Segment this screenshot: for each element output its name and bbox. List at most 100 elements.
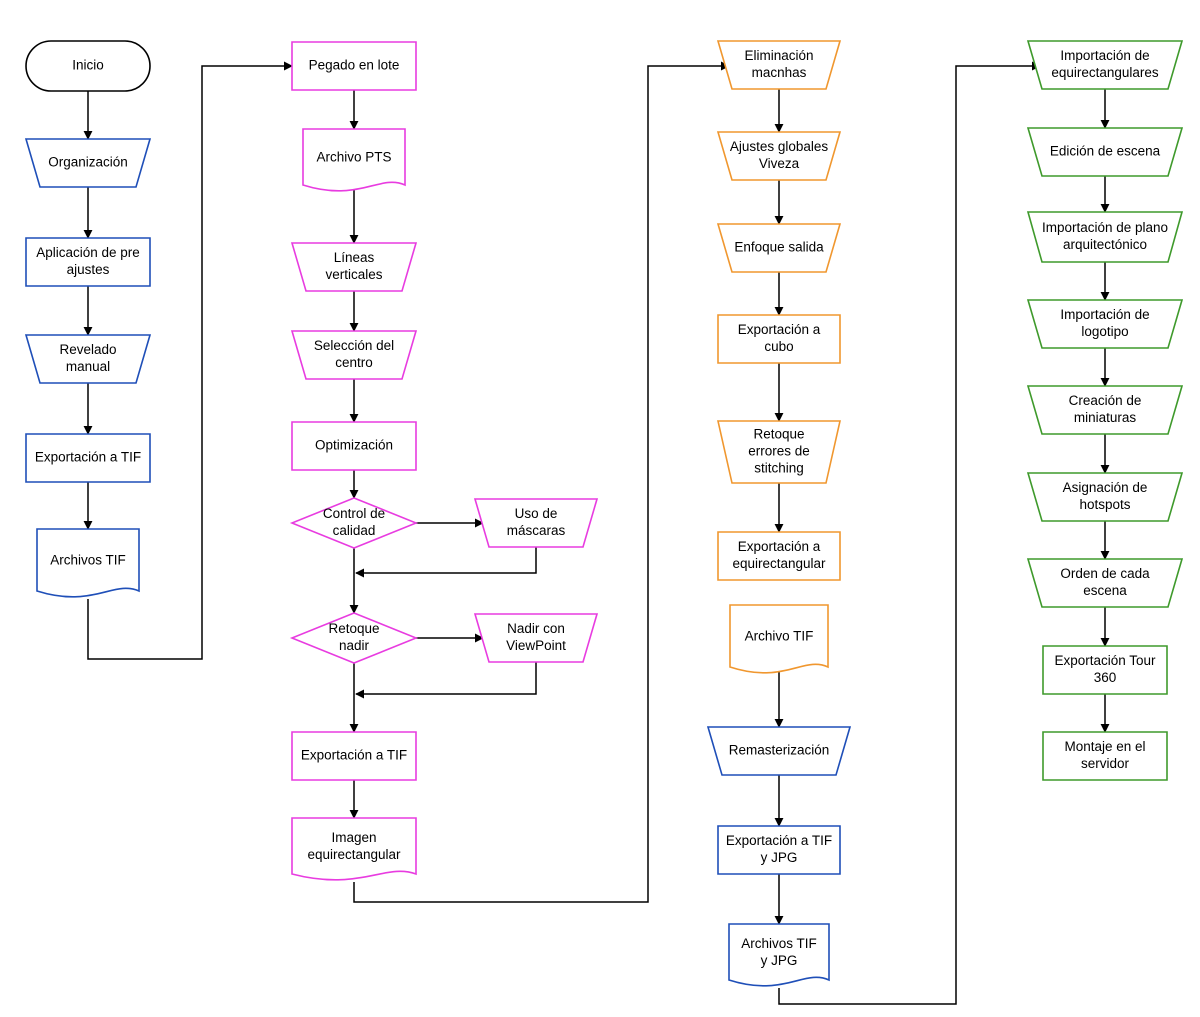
node-label: Remasterización	[729, 743, 830, 758]
connector-imagen-equi-to-eliminacion	[353, 61, 730, 903]
node-label-line: Remasterización	[729, 743, 830, 758]
node-label: Aplicación de pre ajustes	[36, 245, 140, 277]
node-archivo-tif-3: Archivo TIF	[729, 604, 829, 674]
connector-nadir-viewpoint-to-retoque-nadir	[355, 662, 537, 699]
node-label-line: Aplicación de pre	[36, 245, 140, 260]
node-label-line: hotspots	[1079, 497, 1130, 512]
node-archivo-pts: Archivo PTS	[302, 128, 406, 192]
node-label-line: nadir	[339, 638, 370, 653]
node-label: Orden de cada escena	[1060, 566, 1150, 598]
node-label-line: Importación de	[1060, 307, 1149, 322]
document-shape	[302, 128, 406, 192]
node-label-line: Archivo TIF	[745, 629, 814, 644]
node-label-line: escena	[1083, 583, 1127, 598]
rect-shape	[291, 41, 417, 91]
node-label-line: Optimización	[315, 438, 393, 453]
node-label: Uso de máscaras	[507, 506, 566, 538]
node-label-line: equirectangular	[307, 847, 401, 862]
trapezoid-shape	[1026, 385, 1184, 435]
node-label-line: Creación de	[1069, 393, 1142, 408]
node-label-line: equirectangulares	[1051, 65, 1159, 80]
node-label-line: Importación de	[1060, 48, 1149, 63]
document-shape	[36, 528, 140, 598]
trapezoid-shape	[1026, 211, 1184, 263]
node-inicio: Inicio	[25, 40, 151, 92]
node-label-line: Enfoque salida	[734, 240, 824, 255]
node-importacion-equi: Importación de equirectangulares	[1026, 40, 1184, 90]
node-label-line: máscaras	[507, 523, 566, 538]
node-label-line: Retoque	[753, 427, 804, 442]
node-label-line: Pegado en lote	[309, 58, 400, 73]
node-label-line: Exportación a	[738, 539, 821, 554]
node-label-line: Archivos TIF	[50, 553, 126, 568]
trapezoid-shape	[1026, 472, 1184, 522]
node-label-line: Exportación a TIF	[35, 450, 141, 465]
node-mascaras: Uso de máscaras	[473, 498, 599, 548]
rect-shape	[25, 433, 151, 483]
trapezoid-shape	[716, 223, 842, 273]
node-label-line: Selección del	[314, 338, 394, 353]
node-label-line: arquitectónico	[1063, 237, 1147, 252]
trapezoid-shape	[473, 498, 599, 548]
node-label-line: Exportación Tour	[1054, 653, 1156, 668]
node-remasterizacion: Remasterización	[706, 726, 852, 776]
rect-shape	[1042, 731, 1168, 781]
node-label-line: ajustes	[67, 262, 110, 277]
node-label: Retoque errores de stitching	[748, 427, 810, 476]
rect-shape	[291, 731, 417, 781]
node-label-line: Organización	[48, 155, 128, 170]
trapezoid-shape	[1026, 299, 1184, 349]
node-revelado: Revelado manual	[24, 334, 152, 384]
node-label-line: Edición de escena	[1050, 144, 1161, 159]
diamond-shape	[289, 612, 419, 664]
node-label: Archivo TIF	[745, 629, 814, 644]
trapezoid-shape	[716, 420, 842, 484]
node-orden: Orden de cada escena	[1026, 558, 1184, 608]
diamond-shape	[289, 497, 419, 549]
node-label-line: Ajustes globales	[730, 139, 829, 154]
rect-shape	[291, 421, 417, 471]
rect-shape	[717, 825, 841, 875]
node-retoque-errores: Retoque errores de stitching	[716, 420, 842, 484]
rect-shape	[25, 237, 151, 287]
trapezoid-shape	[290, 242, 418, 292]
node-label-line: y JPG	[761, 953, 798, 968]
node-label-line: Eliminación	[744, 48, 813, 63]
node-label-line: Exportación a	[738, 322, 821, 337]
terminal-shape	[25, 40, 151, 92]
node-label-line: manual	[66, 359, 110, 374]
node-label-line: Inicio	[72, 58, 104, 73]
node-edicion: Edición de escena	[1026, 127, 1184, 177]
node-label-line: Revelado	[59, 342, 116, 357]
rect-shape	[1042, 645, 1168, 695]
node-label-line: Uso de	[515, 506, 558, 521]
node-label-line: stitching	[754, 461, 804, 476]
node-label: Exportación a TIF	[301, 748, 407, 763]
trapezoid-shape	[706, 726, 852, 776]
node-label-line: errores de	[748, 444, 810, 459]
node-label-line: Orden de cada	[1060, 566, 1150, 581]
node-label-line: calidad	[333, 523, 376, 538]
